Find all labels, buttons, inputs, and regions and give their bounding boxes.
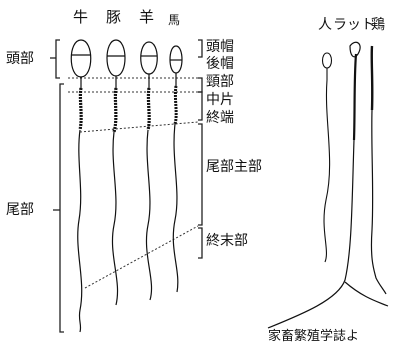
label-head: 頭部: [6, 52, 34, 66]
neck-bracket: [198, 78, 202, 92]
label-end-piece: 終末部: [206, 234, 248, 248]
label-rat: ラット: [333, 18, 375, 32]
label-acrosome: 頭帽: [206, 40, 234, 54]
label-neck: 頸部: [206, 75, 234, 89]
tail-bracket: [60, 84, 64, 332]
label-boar: 豚: [106, 10, 121, 25]
label-principal-piece: 尾部主部: [206, 160, 262, 174]
principal-bracket: [198, 124, 202, 225]
boar-sperm: [107, 40, 125, 305]
label-tail: 尾部: [6, 203, 34, 217]
human-sperm: [323, 53, 332, 262]
bull-sperm: [71, 40, 91, 332]
ram-sperm: [141, 42, 158, 300]
midpiece-bracket: [198, 92, 202, 120]
label-midpiece: 中片: [206, 93, 234, 107]
label-terminal-ring: 終端: [206, 111, 234, 125]
endpiece-bracket: [198, 228, 202, 258]
label-ram: 羊: [139, 10, 154, 25]
label-bull: 牛: [73, 10, 88, 25]
acrosome-bracket: [198, 40, 202, 57]
label-human: 人: [318, 18, 332, 32]
label-fowl: 鶏: [371, 18, 385, 32]
label-horse: 馬: [168, 14, 180, 26]
fowl-sperm: [371, 46, 386, 294]
source-caption: 家畜繁殖学誌よ: [268, 330, 359, 343]
head-bracket: [56, 40, 60, 78]
horse-sperm: [170, 46, 182, 292]
label-postacrosomal-cap: 後帽: [206, 57, 234, 71]
